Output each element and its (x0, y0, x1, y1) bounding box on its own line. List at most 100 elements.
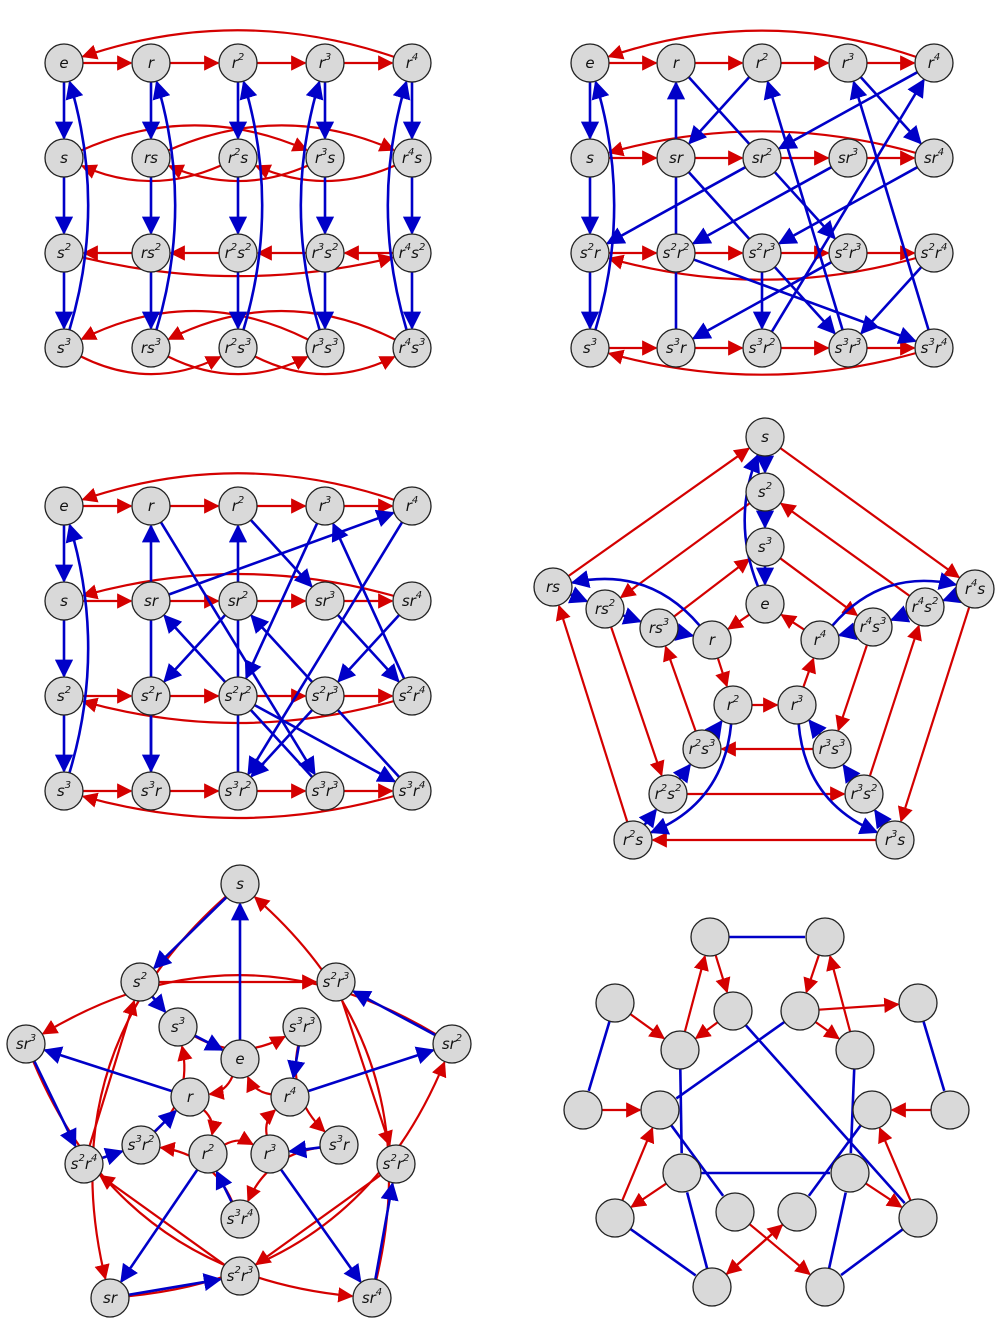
node-e: e (570, 43, 610, 83)
node-circle (570, 138, 610, 178)
node-s3r: s3r (131, 771, 171, 811)
edge-red-br2-to-bl3 (725, 1223, 784, 1275)
edge-red-e-to-r (727, 613, 750, 630)
edge-red-r3-to-r4 (259, 1109, 277, 1136)
edge-red-rs3-to-r3s3 (167, 355, 309, 376)
edge-red-bl2-to-br3 (748, 1223, 811, 1276)
node-circle (131, 233, 171, 273)
node-r4s: r4s (955, 569, 995, 609)
node-label: s3r2 (749, 337, 776, 358)
node-label: s (60, 592, 68, 610)
node-label: r4 (284, 1086, 297, 1107)
node-label: e (585, 54, 594, 72)
node-label: s2r2 (663, 242, 690, 263)
edge-blue-br1-to-br3 (840, 1228, 904, 1277)
node-label: sr (669, 149, 684, 167)
node-circle (218, 43, 258, 83)
edge-blue-ul1-to-l1 (587, 1020, 611, 1092)
node-circle (305, 328, 345, 368)
edge-red-r4-to-e (246, 1075, 272, 1096)
node-r2: r2 (218, 486, 258, 526)
node-circle (220, 1256, 260, 1296)
node-r3s3: r3s3 (305, 328, 345, 368)
node-circle (613, 820, 653, 860)
node-circle (44, 486, 84, 526)
node-label: s2 (57, 685, 71, 706)
node-label: r2 (756, 52, 769, 73)
node-circle (44, 581, 84, 621)
edge-red-sr4-to-s (607, 130, 917, 157)
node-ul2 (713, 991, 753, 1031)
node-label: s2r3 (749, 242, 776, 263)
node-r3s2: r3s2 (844, 774, 884, 814)
node-label: r2s2 (655, 783, 682, 804)
node-circle (914, 138, 954, 178)
node-r4s3: r4s3 (853, 607, 893, 647)
node-circle (662, 1153, 702, 1193)
edge-red-t1-to-ul2 (714, 954, 731, 994)
node-t2 (805, 917, 845, 957)
edge-red-r4-to-e (780, 614, 805, 631)
node-circle (595, 1198, 635, 1238)
edge-red-r3-to-r4 (801, 657, 816, 688)
node-label: s3 (57, 337, 71, 358)
edge-blue-r4-to-sr2 (307, 1046, 435, 1093)
edge-red-cl-to-bl1 (630, 1182, 667, 1208)
node-circle (692, 1267, 732, 1307)
node-circle (392, 486, 432, 526)
node-s2r3b: s2r3 (220, 1256, 260, 1296)
edge-red-r2s-to-rs (555, 604, 629, 823)
edge-red-e-to-r (208, 1075, 234, 1100)
edge-red-r2s3-to-rs3 (663, 645, 697, 732)
node-s3r3: s3r3 (828, 328, 868, 368)
node-circle (218, 771, 258, 811)
node-label: r4s (402, 147, 423, 168)
node-label: sr (144, 592, 159, 610)
node-circle (90, 1278, 130, 1318)
edge-blue-sr3-to-s2r4 (33, 1060, 77, 1148)
node-circle (392, 328, 432, 368)
node-circle (282, 1007, 322, 1047)
node-s2r: s2r (570, 233, 610, 273)
node-r2s2: r2s2 (648, 774, 688, 814)
node-label: e (59, 497, 68, 515)
node-label: r3s2 (851, 783, 878, 804)
node-rs: rs (533, 567, 573, 607)
node-circle (533, 567, 573, 607)
edge-blue-r4s2-to-r4s3 (889, 605, 911, 623)
edge-red-br1-to-r2 (878, 1126, 912, 1201)
node-circle (898, 1198, 938, 1238)
node-circle (570, 328, 610, 368)
node-br1 (898, 1198, 938, 1238)
node-label: s3r3 (835, 337, 862, 358)
node-s2r4: s2r4 (392, 676, 432, 716)
node-label: s3r (329, 1134, 350, 1155)
node-label: s3r2 (225, 780, 252, 801)
node-circle (780, 991, 820, 1031)
node-label: e (59, 54, 68, 72)
edge-red-ul2-to-ul3 (694, 1021, 719, 1040)
node-s2r2: s2r2 (376, 1144, 416, 1184)
edge-blue-ul2-to-br1 (744, 1024, 906, 1204)
node-sr4: sr4 (392, 581, 432, 621)
node-r2: r2 (188, 1134, 228, 1174)
node-r2s: r2s (613, 820, 653, 860)
node-r3: r3 (250, 1134, 290, 1174)
node-rs3: rs3 (131, 328, 171, 368)
node-circle (44, 771, 84, 811)
node-circle (44, 328, 84, 368)
node-bl3 (692, 1267, 732, 1307)
node-rs3: rs3 (639, 608, 679, 648)
node-ur3 (835, 1030, 875, 1070)
edge-blue-r2-to-r2s (649, 723, 733, 835)
edge-blue-s3r3-to-r4 (287, 1045, 306, 1080)
node-circle (44, 43, 84, 83)
node-label: r2 (232, 495, 245, 516)
node-circle (715, 1192, 755, 1232)
edge-blue-br3-to-cr (827, 1192, 847, 1269)
edge-blue-r2s-to-r2s2 (638, 808, 657, 829)
node-label: e (235, 1050, 244, 1068)
edge-red-cr-to-br1 (865, 1182, 903, 1208)
edge-red-t2-to-ur2 (803, 954, 820, 994)
node-label: r3 (842, 52, 855, 73)
